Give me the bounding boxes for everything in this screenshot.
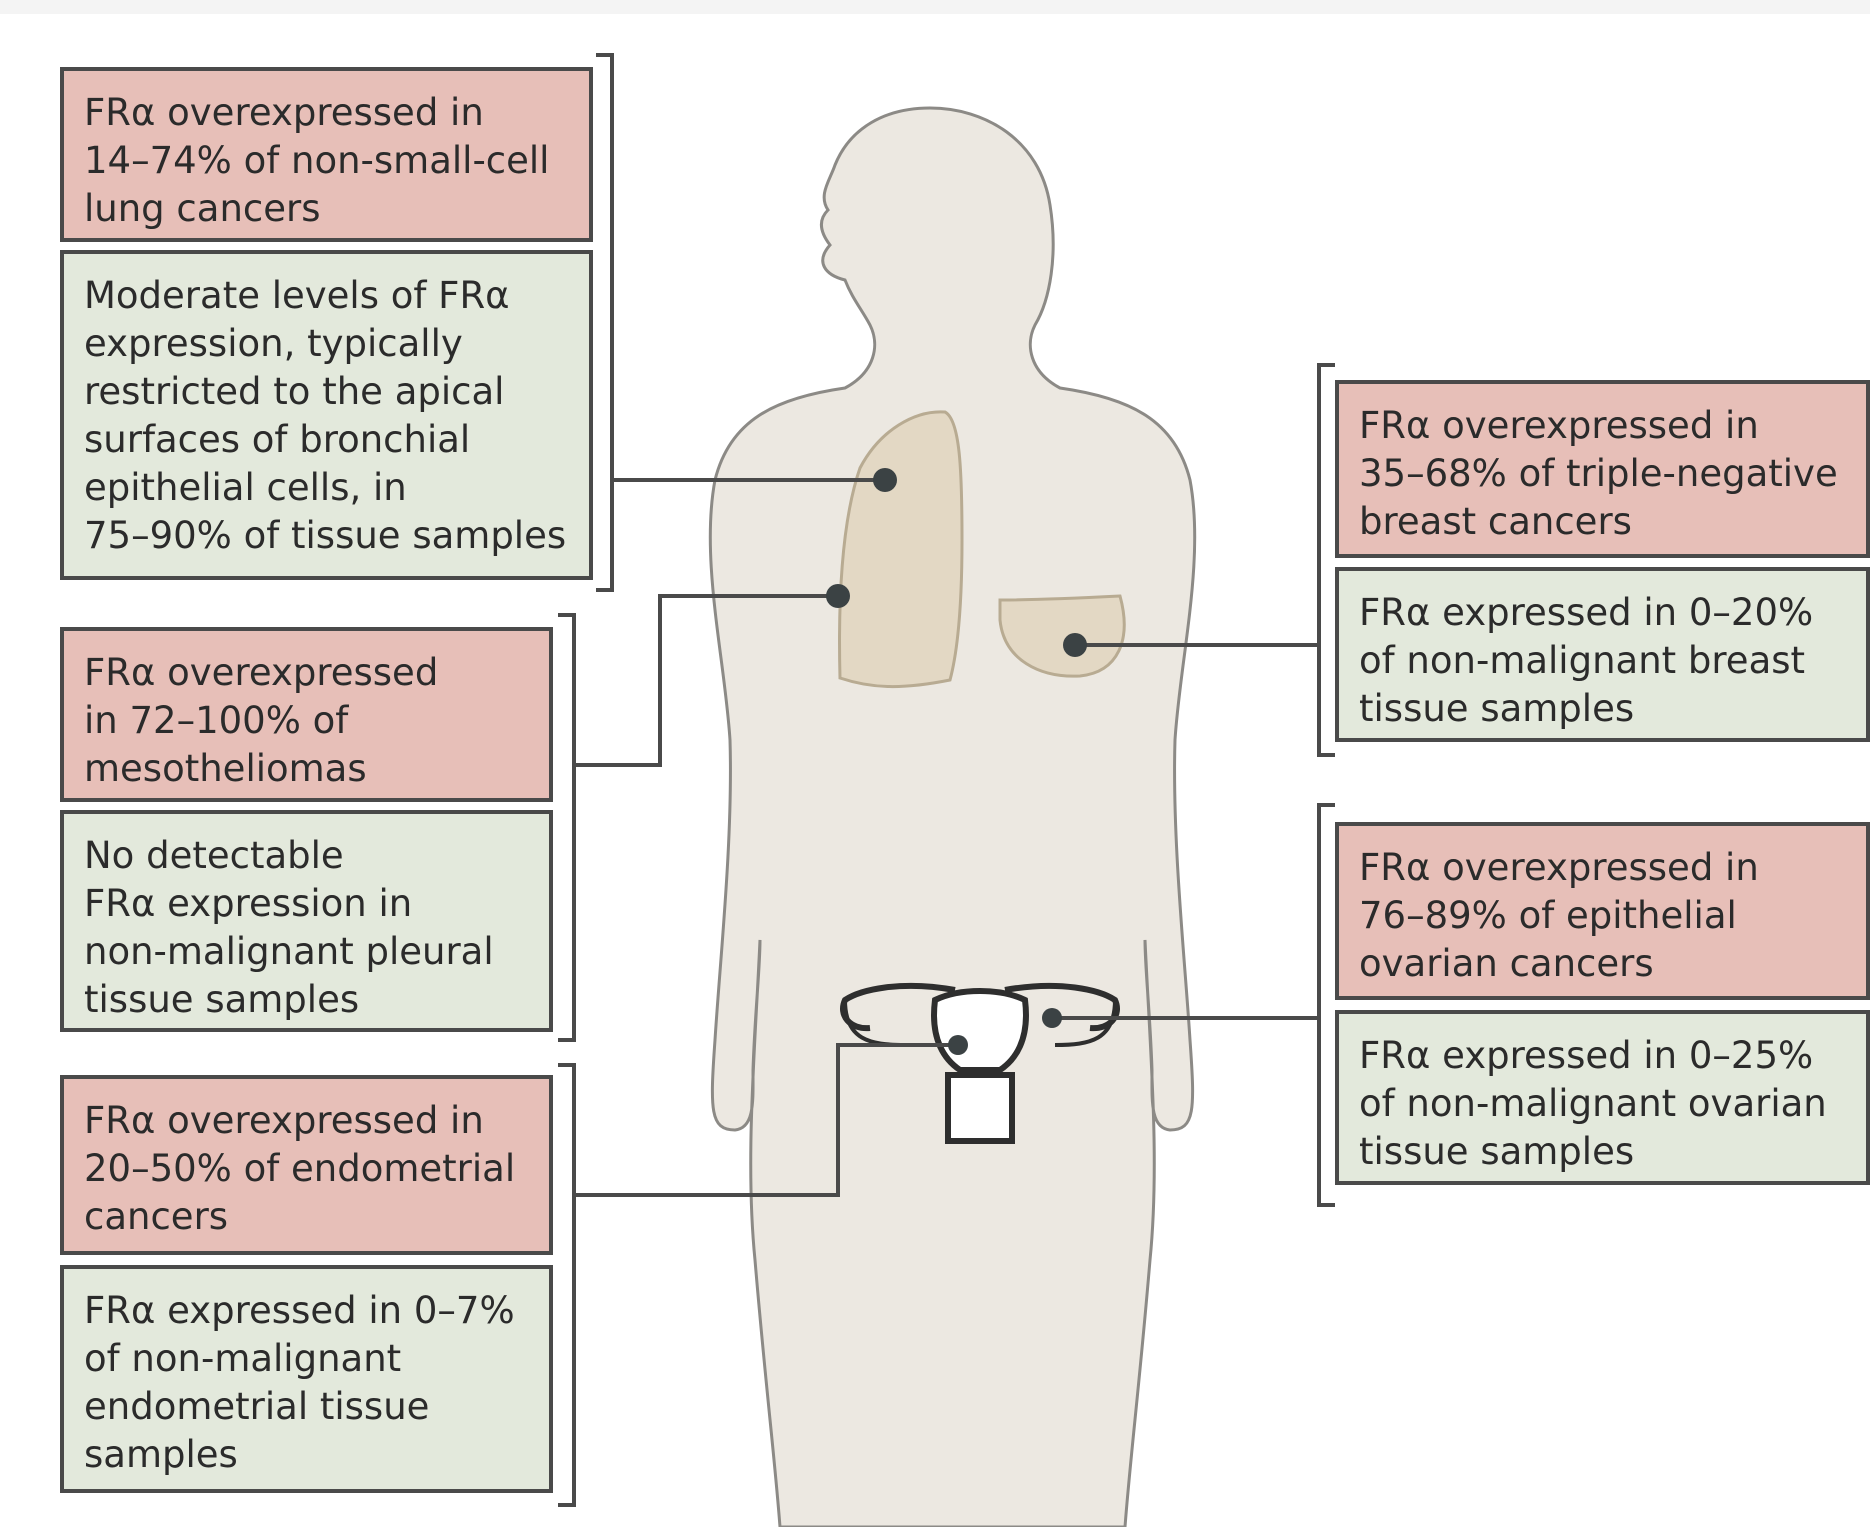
meso-normal-line-3: non-malignant pleural [84,928,535,976]
endometrial-cancer-box: FRα overexpressed in 20–50% of endometri… [60,1075,553,1255]
lung-cancer-line-2: 14–74% of non-small-cell [84,137,575,185]
ovarian-normal-line-1: FRα expressed in 0–25% [1359,1032,1852,1080]
breast-cancer-line-2: 35–68% of triple-negative [1359,450,1852,498]
endo-normal-line-1: FRα expressed in 0–7% [84,1287,535,1335]
lung-cancer-line-3: lung cancers [84,185,575,233]
endometrium-marker [948,1035,968,1055]
endometrial-normal-box: FRα expressed in 0–7% of non-malignant e… [60,1265,553,1493]
endo-cancer-line-2: 20–50% of endometrial [84,1145,535,1193]
endo-cancer-line-1: FRα overexpressed in [84,1097,535,1145]
lung-normal-line-5: epithelial cells, in [84,464,575,512]
breast-normal-line-2: of non-malignant breast [1359,637,1852,685]
pleura-marker [826,584,850,608]
meso-normal-line-2: FRα expression in [84,880,535,928]
meso-normal-line-4: tissue samples [84,976,535,1024]
lung-marker [873,468,897,492]
mesothelioma-cancer-box: FRα overexpressed in 72–100% of mesothel… [60,627,553,802]
ovarian-cancer-box: FRα overexpressed in 76–89% of epithelia… [1335,822,1870,1000]
endo-cancer-line-3: cancers [84,1193,535,1241]
endo-normal-line-3: endometrial tissue [84,1383,535,1431]
breast-normal-line-1: FRα expressed in 0–20% [1359,589,1852,637]
lung-normal-line-2: expression, typically [84,320,575,368]
lung-normal-line-6: 75–90% of tissue samples [84,512,575,560]
ovarian-cancer-line-3: ovarian cancers [1359,940,1852,988]
ovarian-normal-line-2: of non-malignant ovarian [1359,1080,1852,1128]
lung-cancer-line-1: FRα overexpressed in [84,89,575,137]
endo-normal-line-2: of non-malignant [84,1335,535,1383]
meso-cancer-line-1: FRα overexpressed [84,649,535,697]
breast-normal-line-3: tissue samples [1359,685,1852,733]
lung-normal-line-1: Moderate levels of FRα [84,272,575,320]
ovarian-normal-line-3: tissue samples [1359,1128,1852,1176]
lung-normal-box: Moderate levels of FRα expression, typic… [60,250,593,580]
lung-normal-line-4: surfaces of bronchial [84,416,575,464]
ovary-marker [1042,1008,1062,1028]
lung-normal-line-3: restricted to the apical [84,368,575,416]
ovarian-cancer-line-1: FRα overexpressed in [1359,844,1852,892]
breast-marker [1063,633,1087,657]
mesothelioma-normal-box: No detectable FRα expression in non-mali… [60,810,553,1032]
lung-cancer-box: FRα overexpressed in 14–74% of non-small… [60,67,593,242]
breast-cancer-line-3: breast cancers [1359,498,1852,546]
meso-normal-line-1: No detectable [84,832,535,880]
ovarian-cancer-line-2: 76–89% of epithelial [1359,892,1852,940]
body-silhouette [710,108,1194,1527]
meso-cancer-line-3: mesotheliomas [84,745,535,793]
breast-normal-box: FRα expressed in 0–20% of non-malignant … [1335,567,1870,742]
meso-cancer-line-2: in 72–100% of [84,697,535,745]
endo-normal-line-4: samples [84,1431,535,1479]
ovarian-normal-box: FRα expressed in 0–25% of non-malignant … [1335,1010,1870,1185]
breast-cancer-line-1: FRα overexpressed in [1359,402,1852,450]
breast-cancer-box: FRα overexpressed in 35–68% of triple-ne… [1335,380,1870,558]
